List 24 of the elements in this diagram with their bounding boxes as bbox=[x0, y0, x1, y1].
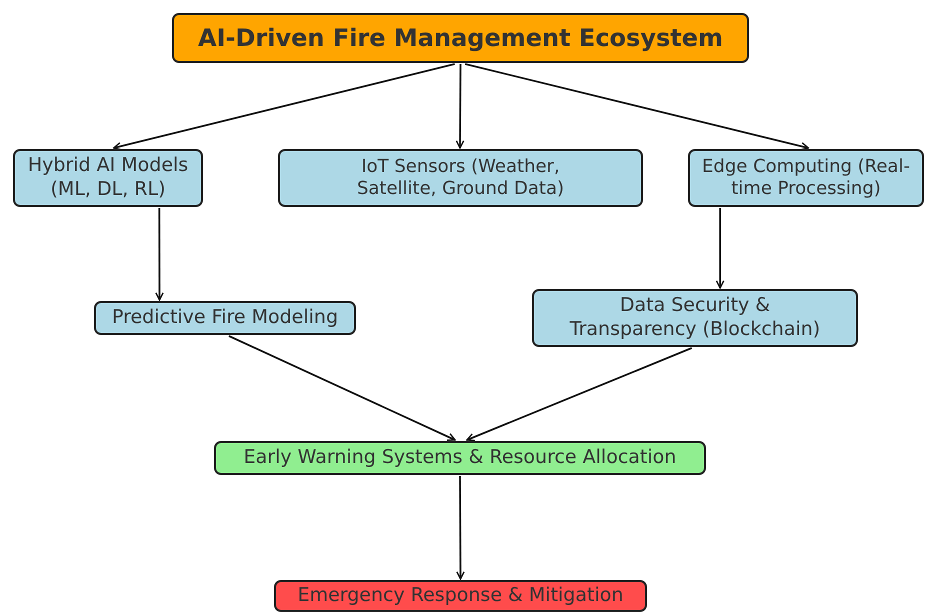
arrow bbox=[112, 63, 455, 150]
process-box bbox=[13, 149, 203, 207]
arrow bbox=[716, 208, 724, 289]
process-box bbox=[278, 149, 643, 207]
title-text: AI-Driven Fire Management Ecosystem bbox=[198, 23, 723, 53]
box-text: Data Security & Transparency (Blockchain) bbox=[568, 294, 822, 342]
arrow bbox=[155, 208, 164, 301]
process-box bbox=[532, 289, 858, 347]
arrow bbox=[464, 63, 810, 150]
process-box bbox=[688, 149, 924, 207]
box-text: IoT Sensors (Weather, Satellite, Ground Data) bbox=[356, 156, 566, 200]
arrow bbox=[466, 347, 692, 442]
process-box bbox=[214, 441, 706, 475]
process-box bbox=[274, 580, 647, 612]
arrow bbox=[228, 335, 456, 441]
arrow bbox=[456, 476, 465, 580]
box-text: Predictive Fire Modeling bbox=[112, 306, 338, 330]
box-text: Hybrid AI Models (ML, DL, RL) bbox=[26, 154, 190, 202]
box-text: Emergency Response & Mitigation bbox=[298, 584, 624, 608]
process-box bbox=[94, 301, 356, 335]
box-text: Edge Computing (Real-time Processing) bbox=[701, 156, 911, 200]
title-box bbox=[172, 13, 749, 63]
box-text: Early Warning Systems & Resource Allocation bbox=[244, 446, 676, 470]
arrow bbox=[456, 64, 464, 149]
